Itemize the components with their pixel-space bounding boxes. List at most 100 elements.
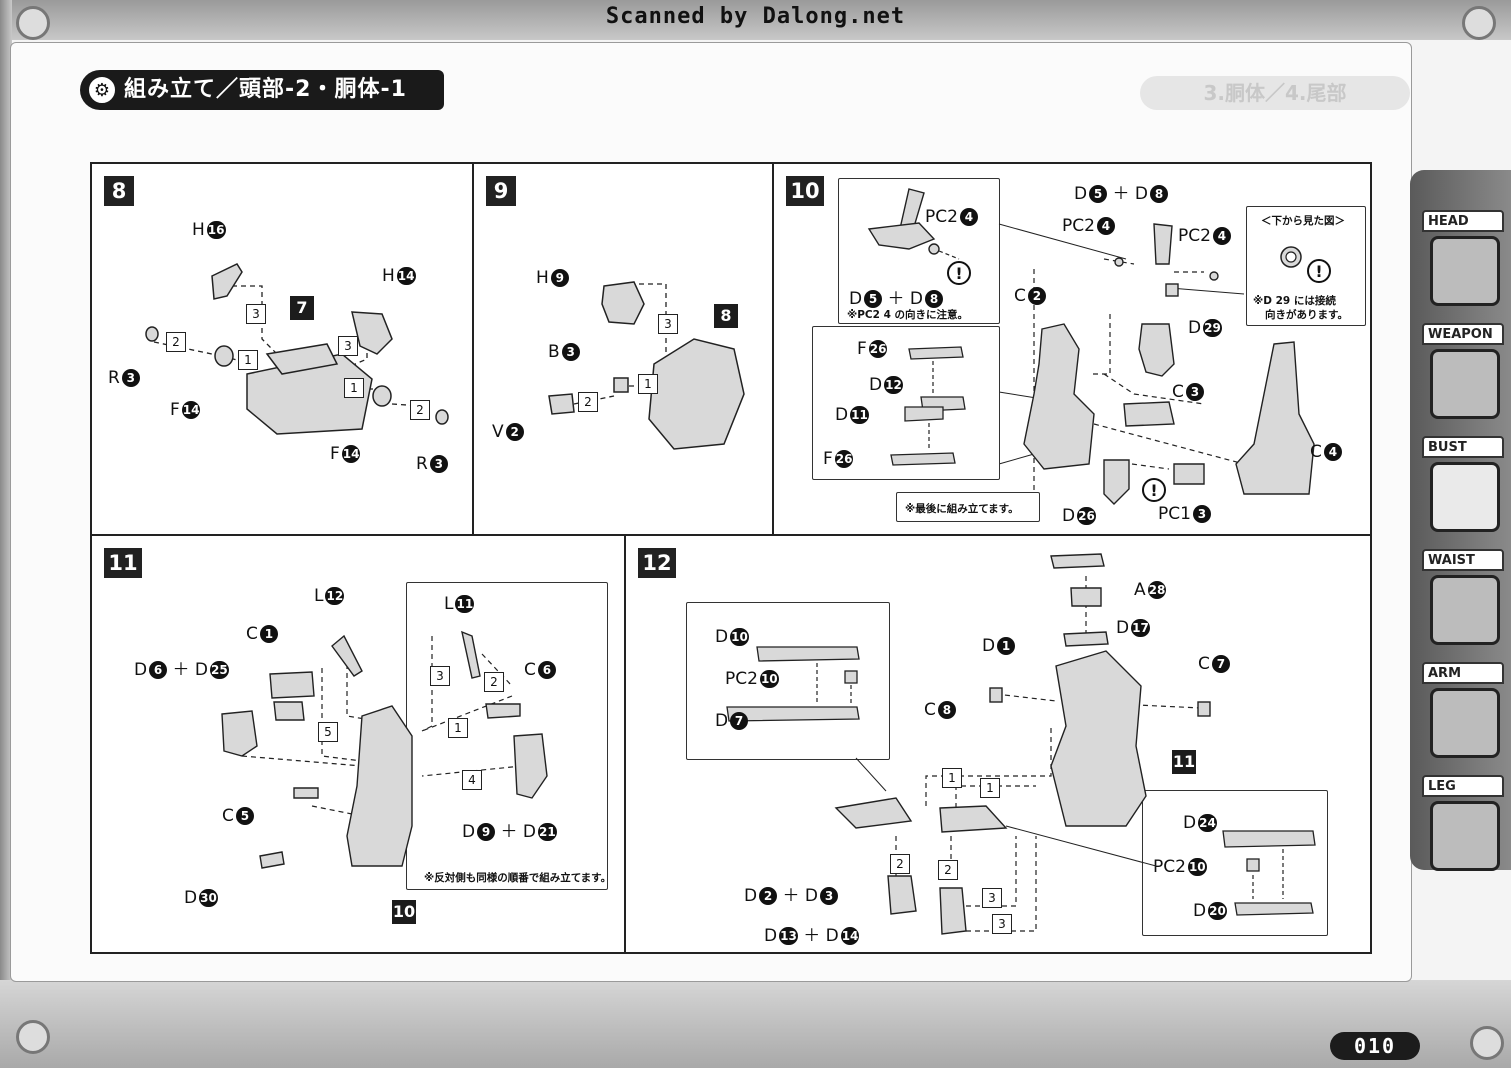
sequence-marker: 3 [246, 304, 266, 324]
ghost-header: 3.胴体／4.尾部 [1140, 76, 1410, 110]
tab-label: WEAPON [1422, 323, 1504, 345]
weapon-icon [1430, 349, 1500, 419]
corner-bolt-icon [1462, 6, 1496, 40]
direction-note: ※D 29 には接続 [1253, 295, 1336, 307]
step-number: 10 [786, 176, 824, 206]
part-c4-drawing [1235, 341, 1315, 495]
sequence-marker: 2 [578, 392, 598, 412]
page-number: 010 [1330, 1032, 1420, 1060]
part-d6-d25-drawing [221, 710, 258, 757]
part-l12-drawing [331, 634, 363, 677]
direction-note: 向きがあります。 [1265, 309, 1348, 321]
assembly-lines [548, 281, 745, 450]
torso-assembly-drawing [1050, 650, 1147, 827]
corner-bolt-icon [16, 6, 50, 40]
sequence-marker: 2 [890, 854, 910, 874]
waist-icon [1430, 575, 1500, 645]
sequence-marker: 2 [938, 860, 958, 880]
arm-icon [1430, 688, 1500, 758]
detail-box-opposite-side [406, 582, 608, 890]
tab-label: WAIST [1422, 549, 1504, 571]
page-frame-left [0, 0, 12, 1068]
bust-icon [1430, 462, 1500, 532]
assembly-lines [834, 553, 1211, 935]
note-box: ※最後に組み立てます。 [896, 492, 1040, 522]
assembly-lines [145, 263, 449, 435]
section-header-bar [80, 70, 444, 110]
part-h16-drawing [211, 263, 243, 300]
sequence-marker: 1 [638, 374, 658, 394]
tab-arm[interactable]: ARM [1422, 662, 1508, 767]
tab-label: LEG [1422, 775, 1504, 797]
sequence-marker: 1 [942, 768, 962, 788]
bottom-view-title: ＜下から見た図＞ [1261, 215, 1345, 227]
tab-weapon[interactable]: WEAPON [1422, 323, 1508, 428]
sequence-marker: 1 [980, 778, 1000, 798]
sequence-marker: 3 [338, 336, 358, 356]
bottom-view-box: ＜下から見た図＞ ! ※D 29 には接続 向きがあります。 [1246, 206, 1366, 326]
step-number: 11 [104, 548, 142, 578]
corner-bolt-icon [16, 1020, 50, 1054]
sequence-marker: 3 [430, 666, 450, 686]
step-reference-10: 10 [392, 900, 416, 924]
tab-head[interactable]: HEAD [1422, 210, 1508, 315]
page-frame-top [0, 0, 1511, 40]
tab-waist[interactable]: WAIST [1422, 549, 1508, 654]
tab-label: ARM [1422, 662, 1504, 684]
wrench-circle-icon: ⚙ [86, 74, 118, 106]
head-icon [1430, 236, 1500, 306]
part-l11-drawing [461, 630, 481, 679]
sequence-marker: 1 [238, 350, 258, 370]
leg-icon [1430, 801, 1500, 871]
tab-leg[interactable]: LEG [1422, 775, 1508, 880]
section-index-tabs: HEAD WEAPON BUST WAIST ARM LEG [1410, 170, 1511, 871]
tab-bust[interactable]: BUST [1422, 436, 1508, 541]
tab-label: HEAD [1422, 210, 1504, 232]
caution-icon: ! [1142, 478, 1166, 502]
caution-icon: ! [947, 261, 971, 285]
section-title: 組み立て／頭部-2・胴体-1 [124, 77, 407, 102]
step-reference-8: 8 [714, 304, 738, 328]
step-number: 12 [638, 548, 676, 578]
scan-credit: Scanned by Dalong.net [605, 4, 906, 29]
part-c2-drawing [1023, 323, 1095, 470]
opposite-side-note: ※反対側も同様の順番で組み立てます。 [424, 872, 612, 884]
sequence-marker: 1 [344, 378, 364, 398]
caution-note: ※PC2 4 の向きに注意。 [847, 309, 969, 321]
